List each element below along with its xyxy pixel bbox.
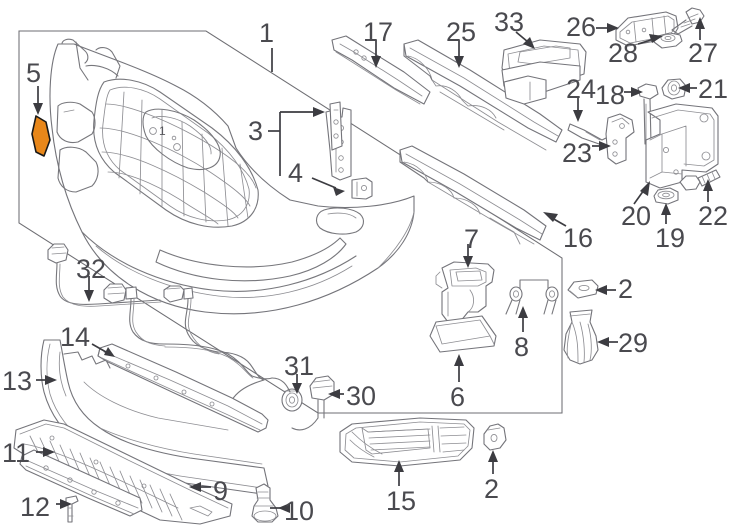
callout-25[interactable]: 25: [446, 17, 477, 47]
callout-29[interactable]: 29: [618, 328, 649, 358]
part-6-cover: [429, 315, 497, 353]
part-20-bracket: [645, 103, 719, 189]
part-4-bracket: [351, 177, 373, 200]
callout-2-upper[interactable]: 2: [618, 274, 634, 304]
part-17-upper-rail: [329, 35, 431, 151]
part-33-module: [501, 39, 587, 105]
callout-21[interactable]: 21: [698, 74, 729, 104]
part-18-bolt: [637, 83, 659, 145]
callout-1[interactable]: 1: [259, 18, 275, 48]
callout-16[interactable]: 16: [563, 223, 594, 253]
part-32-harness: [47, 243, 273, 381]
callout-8[interactable]: 8: [514, 332, 530, 362]
part-19-nut: [653, 187, 679, 205]
callout-7[interactable]: 7: [464, 224, 480, 254]
part-5-reflector-highlighted[interactable]: [31, 115, 51, 157]
callout-5[interactable]: 5: [26, 58, 42, 88]
callout-33[interactable]: 33: [494, 7, 525, 37]
callout-32[interactable]: 32: [76, 254, 107, 284]
leader-lines: [33, 17, 713, 513]
part-21-nut: [661, 78, 687, 100]
part-7-bracket: [435, 261, 495, 323]
callout-13[interactable]: 13: [2, 366, 33, 396]
callout-15[interactable]: 15: [386, 486, 417, 516]
callout-3[interactable]: 3: [248, 116, 264, 146]
callout-28[interactable]: 28: [608, 38, 639, 68]
callout-4[interactable]: 4: [288, 158, 304, 188]
callout-24[interactable]: 24: [566, 74, 597, 104]
callout-17[interactable]: 17: [363, 17, 394, 47]
callout-22[interactable]: 22: [698, 201, 729, 231]
callout-19[interactable]: 19: [655, 223, 686, 253]
part-bumper-cover: [49, 38, 415, 315]
callout-2-lower[interactable]: 2: [484, 474, 500, 504]
group-box-main: [18, 30, 563, 414]
callout-6[interactable]: 6: [450, 382, 466, 412]
part-2-clip-upper: [567, 279, 599, 299]
part-2-clip-lower: [483, 423, 507, 451]
part-16-impact-bar: [399, 145, 547, 245]
callout-9[interactable]: 9: [213, 476, 229, 506]
callout-20[interactable]: 20: [621, 201, 652, 231]
part-15-grille: [339, 417, 475, 467]
callout-14[interactable]: 14: [60, 322, 91, 352]
part-12-pin: [65, 495, 79, 523]
callout-26[interactable]: 26: [566, 12, 597, 42]
callout-18[interactable]: 18: [595, 80, 626, 110]
callout-30[interactable]: 30: [346, 381, 377, 411]
callout-23[interactable]: 23: [562, 138, 593, 168]
callout-12[interactable]: 12: [20, 492, 51, 522]
part-9-undertray: [13, 419, 233, 525]
part-25-crossmember: [403, 39, 563, 151]
inline-label-1: 1: [159, 124, 166, 138]
callout-31[interactable]: 31: [284, 351, 315, 381]
harness-lower-wire: [231, 377, 291, 401]
part-10-rivet: [251, 483, 279, 523]
callout-27[interactable]: 27: [688, 38, 719, 68]
callout-11[interactable]: 11: [2, 438, 31, 468]
part-22-bolt: [679, 169, 721, 191]
part-31-sensor: [281, 388, 303, 412]
part-11-reinforcement: [19, 449, 143, 517]
part-8-clips: [505, 279, 559, 315]
part-29-bag: [563, 309, 599, 365]
part-23-bracket: [605, 113, 635, 165]
callout-10[interactable]: 10: [284, 496, 315, 526]
